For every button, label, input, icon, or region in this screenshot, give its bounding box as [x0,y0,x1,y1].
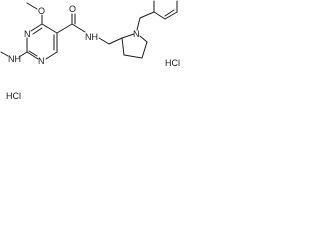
bond-ring-4 [26,51,39,60]
bond-pyr-2 [121,37,125,56]
atom-amide-nh: NH [85,32,98,42]
bond-benz-3 [164,11,178,20]
bond-benz-2 [153,11,166,20]
bond-ring-1 [41,23,58,34]
bond-ring-nh [18,51,28,58]
salt-hcl-right: HCl [165,58,180,68]
molecule-drawing: O N N O NH NH N HCl HCl [0,0,180,101]
bond-pyr-1 [121,33,135,39]
atom-ring-n-bottom: N [38,56,45,66]
bond-ch2-ring [108,37,123,45]
bond-pyr-3 [123,54,143,59]
atom-ring-n-top: N [24,29,31,39]
atom-pyrrolidine-n: N [133,29,140,39]
bond-methoxy-methyl [26,2,38,10]
bond-carbonyl-n [71,23,86,33]
bond-ring-carbonyl [56,23,73,34]
bond-pyr-4 [141,41,148,59]
bond-ring-6 [30,23,43,32]
atom-methoxy-o: O [38,6,45,16]
bond-pyr-5 [139,35,148,43]
bond-ring-4b [28,50,38,57]
structure-diagram: O N N O NH NH N HCl HCl [0,0,191,103]
bond-ring-3 [45,51,58,60]
atom-carbonyl-o: O [69,4,76,14]
bond-n-benzyl-ch2 [136,17,141,31]
atom-amine-nh: NH [8,54,21,64]
bond-benz-3b [164,9,175,17]
bond-n-ch2 [98,37,110,45]
salt-hcl-left: HCl [6,91,21,101]
bond-nh-methyl [0,51,9,57]
bond-benzyl-ring [139,11,155,19]
bond-ring-6b [32,27,43,35]
